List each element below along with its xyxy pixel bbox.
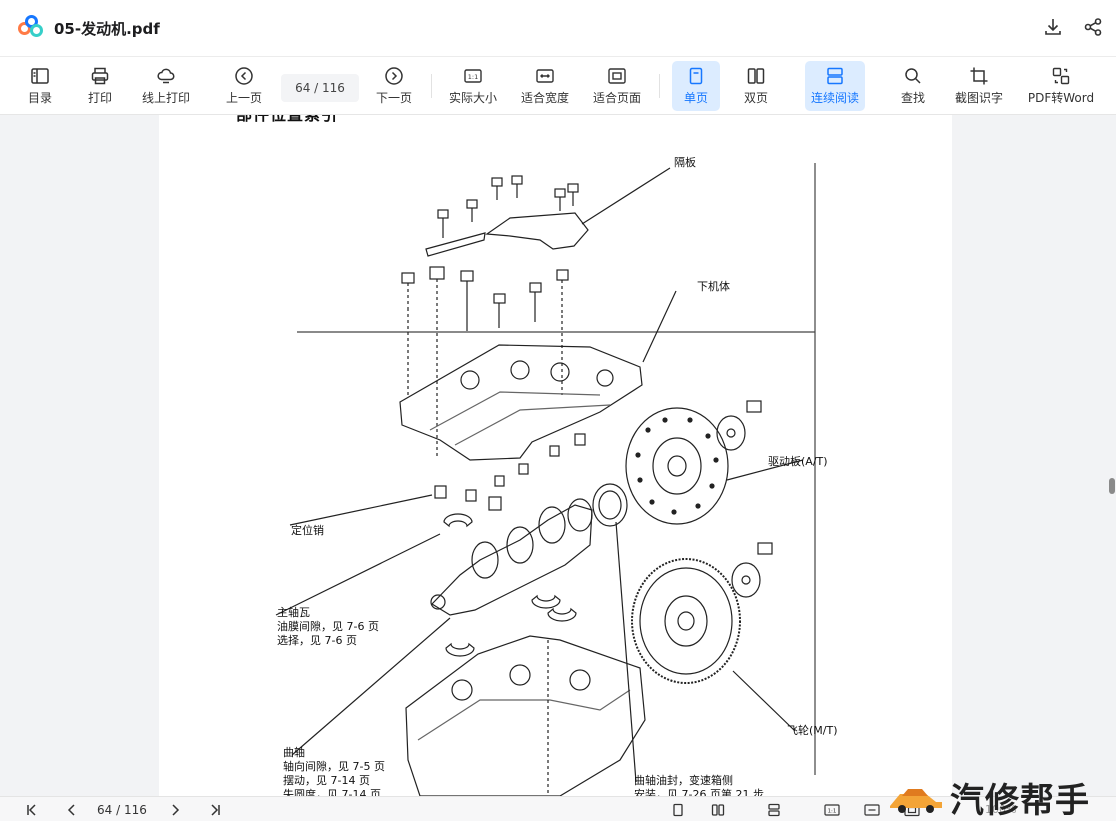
label-flywheel: 飞轮(M/T) (787, 724, 838, 737)
search-icon (905, 68, 921, 84)
next-page-button[interactable]: 下一页 (372, 61, 416, 111)
car-logo-icon (890, 788, 942, 813)
share-icon (1084, 18, 1102, 36)
bottom-page-indicator[interactable]: 64 / 116 (97, 803, 147, 817)
online-print-button[interactable]: 线上打印 (137, 61, 195, 111)
watermark: 汽修帮手 (886, 774, 1116, 821)
label-drive-plate: 驱动板(A/T) (768, 455, 828, 468)
zoom-level[interactable]: 100% (985, 803, 1017, 816)
continuous-bottom-button[interactable] (764, 801, 784, 819)
single-page-icon (689, 67, 703, 85)
single-page-bottom-button[interactable] (668, 801, 688, 819)
watermark-text: 汽修帮手 (950, 781, 1090, 821)
last-page-icon (211, 804, 220, 816)
actual-size-icon: 1:1 (824, 804, 840, 816)
prev-page-button[interactable]: 上一页 (222, 61, 266, 111)
label-oil-seal: 曲轴油封，变速箱侧 安装，见 7-26 页第 21 步 (634, 774, 764, 796)
sidebar-icon (31, 68, 49, 84)
scrollbar-thumb[interactable] (1109, 478, 1115, 494)
svg-text:1:1: 1:1 (468, 73, 478, 81)
share-button[interactable] (1082, 16, 1104, 38)
screenshot-ocr-button[interactable]: 截图识字 (950, 61, 1008, 111)
chevron-right-circle-icon (385, 67, 403, 85)
continuous-read-icon (827, 67, 843, 85)
double-page-bottom-button[interactable] (708, 801, 728, 819)
fit-width-bottom-button[interactable] (862, 801, 882, 819)
fit-width-button[interactable]: 适合宽度 (517, 61, 573, 111)
toc-button[interactable]: 目录 (20, 61, 60, 111)
print-button[interactable]: 打印 (80, 61, 120, 111)
label-main-bearing: 主轴瓦 油膜间隙，见 7-6 页 选择，见 7-6 页 (277, 606, 379, 647)
fit-page-icon (608, 68, 626, 84)
first-page-icon (27, 804, 36, 816)
file-title: 05-发动机.pdf (54, 19, 160, 38)
single-page-button[interactable]: 单页 (672, 61, 720, 111)
download-button[interactable] (1042, 16, 1064, 38)
chevron-left-circle-icon (235, 67, 253, 85)
app-logo-icon (18, 15, 44, 41)
actual-size-bottom-button[interactable]: 1:1 (822, 801, 842, 819)
continuous-read-icon (768, 803, 780, 817)
continuous-read-button[interactable]: 连续阅读 (805, 61, 865, 111)
cloud-print-icon (157, 68, 175, 84)
double-page-icon (747, 68, 765, 84)
pdf-to-word-button[interactable]: PDF转Word (1022, 61, 1100, 111)
chevron-left-icon (67, 804, 75, 816)
fit-width-icon (864, 804, 880, 816)
label-dowel-pin: 定位销 (291, 524, 324, 537)
actual-size-icon: 1:1 (464, 69, 482, 83)
crop-icon (970, 67, 988, 85)
find-button[interactable]: 查找 (893, 61, 933, 111)
next-page-bottom-button[interactable] (165, 801, 185, 819)
toolbar: 目录 打印 线上打印 上一页 下一页 1:1 实际大小 适合宽度 适合页面 单页… (0, 57, 1116, 115)
prev-page-bottom-button[interactable] (62, 801, 82, 819)
svg-text:1:1: 1:1 (828, 809, 837, 815)
convert-icon (1052, 67, 1070, 85)
fit-page-button[interactable]: 适合页面 (589, 61, 645, 111)
page-heading: 部件位置索引 (236, 115, 338, 125)
download-icon (1045, 19, 1061, 35)
double-page-icon (711, 804, 725, 816)
single-page-icon (673, 803, 683, 817)
page-indicator[interactable]: 64 / 116 (281, 74, 359, 102)
chevron-right-icon (172, 804, 180, 816)
label-crankshaft: 曲轴 轴向间隙，见 7-5 页 摆动，见 7-14 页 失圆度，见 7-14 页 (283, 746, 385, 796)
document-viewport[interactable]: 部件位置索引 (0, 115, 1116, 796)
title-bar: 05-发动机.pdf (0, 0, 1116, 57)
printer-icon (91, 67, 109, 85)
last-page-button[interactable] (205, 801, 225, 819)
actual-size-button[interactable]: 1:1 实际大小 (446, 61, 500, 111)
label-lower-block: 下机体 (697, 280, 730, 293)
label-baffle: 隔板 (674, 156, 696, 169)
fit-width-icon (536, 69, 554, 83)
double-page-button[interactable]: 双页 (734, 61, 778, 111)
engine-exploded-diagram (275, 163, 816, 796)
first-page-button[interactable] (22, 801, 42, 819)
